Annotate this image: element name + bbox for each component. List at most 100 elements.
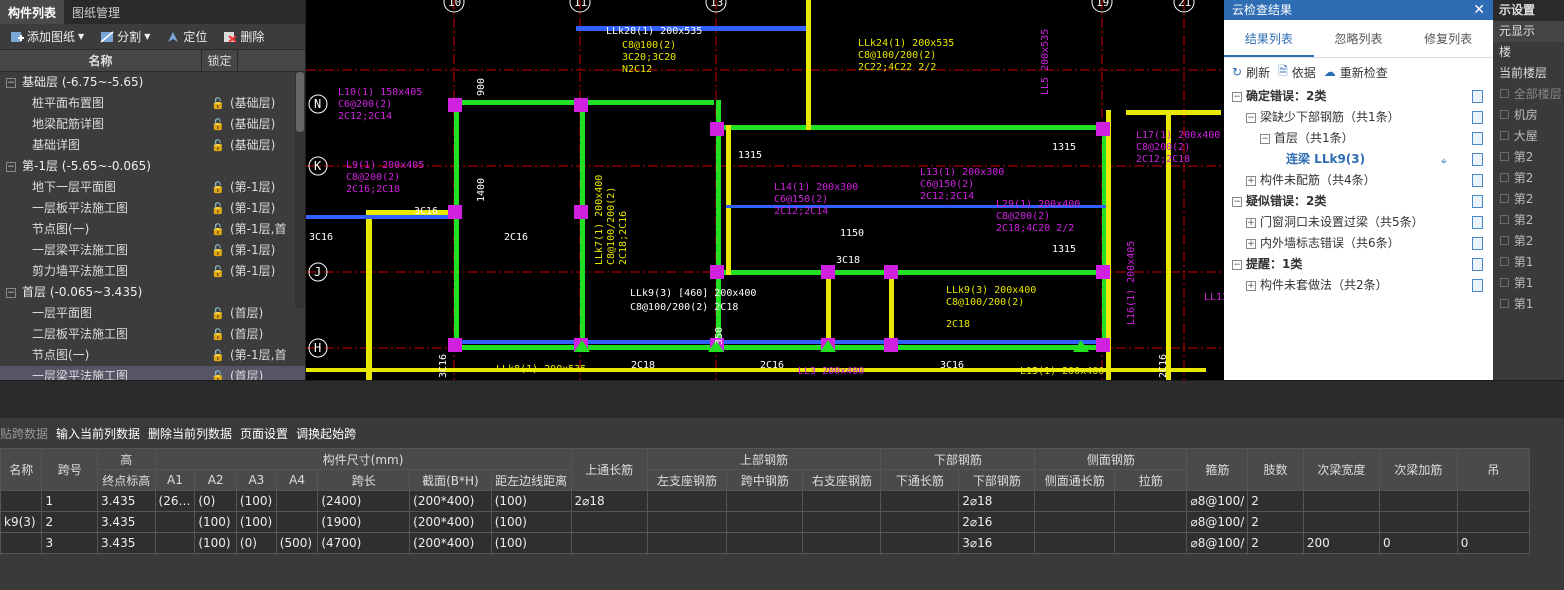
table-cell[interactable] [570,532,648,554]
unlock-icon[interactable]: 🔓 [211,370,225,380]
table-cell[interactable] [1456,490,1531,512]
display-setting-item[interactable]: ☐第1 [1493,273,1564,294]
toolbar-button[interactable]: 贴跨数据 [0,426,49,441]
table-cell[interactable]: 0 [1378,532,1458,554]
toggle-icon[interactable]: − [1232,196,1242,207]
table-cell[interactable]: (100) [235,490,277,512]
table-cell[interactable]: 3.435 [96,532,156,554]
locate-target-icon[interactable]: ⌖ [1440,155,1447,168]
tab-drawing-management[interactable]: 图纸管理 [72,6,121,20]
unlock-icon[interactable]: 🔓 [211,307,225,320]
column-header[interactable]: 截面(B*H) [409,469,492,491]
toggle-icon[interactable]: + [1246,217,1256,228]
table-cell[interactable]: (100) [194,511,237,533]
split-button[interactable]: 分割▼ [94,28,156,45]
tab-component-list[interactable]: 构件列表 [0,0,65,24]
checkbox[interactable]: ☐ [1499,276,1510,290]
tree-group[interactable]: −基础层 (-6.75~-5.65) [0,72,305,93]
table-cell[interactable] [646,490,728,512]
tree-item[interactable]: 节点图(一)🔓(第-1层,首 [0,219,305,240]
check-result-item[interactable]: −梁缺少下部钢筋（共1条） [1224,107,1493,128]
column-header[interactable]: 跨中钢筋 [726,469,804,491]
tree-item[interactable]: 基础详图🔓(基础层) [0,135,305,156]
table-cell[interactable]: (1900) [317,511,411,533]
document-icon[interactable] [1472,132,1483,145]
table-cell[interactable]: 3 [41,532,98,554]
column-header[interactable]: 肢数 [1247,448,1304,491]
column-header[interactable]: 名称 [0,448,43,491]
scrollbar-thumb[interactable] [296,72,304,132]
display-setting-item[interactable]: 元显示 [1493,21,1564,42]
table-cell[interactable] [1034,532,1116,554]
checkbox[interactable]: ☐ [1499,213,1510,227]
collapse-icon[interactable]: − [6,77,16,88]
document-icon[interactable] [1472,90,1483,103]
check-result-item[interactable]: +构件未配筋（共4条） [1224,170,1493,191]
table-cell[interactable] [1302,511,1380,533]
check-result-item[interactable]: +门窗洞口未设置过梁（共5条） [1224,212,1493,233]
checkbox[interactable]: ☐ [1499,129,1510,143]
tree-item[interactable]: 地梁配筋详图🔓(基础层) [0,114,305,135]
column-header[interactable]: 下部钢筋 [958,469,1036,491]
unlock-icon[interactable]: 🔓 [211,181,225,194]
column-header[interactable]: 次梁加筋 [1378,448,1458,491]
display-setting-item[interactable]: ☐第2 [1493,210,1564,231]
tree-item[interactable]: 一层梁平法施工图🔓(首层) [0,366,305,380]
column-header[interactable]: 终点标高 [96,469,156,491]
column-header[interactable]: A1 [154,469,196,491]
document-icon[interactable] [1472,258,1483,271]
toolbar-button[interactable]: 调换起始跨 [296,426,357,441]
tree-item[interactable]: 地下一层平面图🔓(第-1层) [0,177,305,198]
table-cell[interactable] [726,490,804,512]
table-cell[interactable]: 200 [1302,532,1380,554]
table-cell[interactable]: (4700) [317,532,411,554]
tab-ignore-list[interactable]: 忽略列表 [1334,32,1383,46]
toolbar-button[interactable]: 页面设置 [240,426,289,441]
table-cell[interactable] [802,532,882,554]
table-cell[interactable]: 2⌀18 [570,490,648,512]
delete-button[interactable]: 删除 [217,28,270,45]
unlock-icon[interactable]: 🔓 [211,97,225,110]
table-cell[interactable]: (100) [490,532,572,554]
display-setting-item[interactable]: ☐第1 [1493,294,1564,315]
table-cell[interactable] [154,511,196,533]
tree-item[interactable]: 节点图(一)🔓(第-1层,首 [0,345,305,366]
display-setting-item[interactable]: ☐第1 [1493,252,1564,273]
table-cell[interactable] [802,490,882,512]
unlock-icon[interactable]: 🔓 [211,223,225,236]
document-icon[interactable] [1472,111,1483,124]
table-cell[interactable] [275,511,319,533]
unlock-icon[interactable]: 🔓 [211,328,225,341]
toolbar-button[interactable]: 输入当前列数据 [56,426,141,441]
tree-item[interactable]: 一层板平法施工图🔓(第-1层) [0,198,305,219]
table-cell[interactable] [570,511,648,533]
tree-group[interactable]: −首层 (-0.065~3.435) [0,282,305,303]
table-cell[interactable]: (100) [235,511,277,533]
column-header[interactable]: 上部钢筋 [646,448,882,470]
tab-result-list[interactable]: 结果列表 [1224,20,1314,57]
table-cell[interactable]: (26… [154,490,196,512]
add-drawing-button[interactable]: 添加图纸▼ [4,28,90,45]
table-cell[interactable] [880,490,960,512]
checkbox[interactable]: ☐ [1499,192,1510,206]
toggle-icon[interactable]: + [1246,280,1256,291]
toggle-icon[interactable]: − [1232,91,1242,102]
table-cell[interactable] [646,532,728,554]
column-header[interactable]: 拉筋 [1114,469,1188,491]
column-header[interactable]: 侧面通长筋 [1034,469,1116,491]
display-setting-item[interactable]: ☐第2 [1493,168,1564,189]
column-header[interactable]: 下部钢筋 [880,448,1036,470]
table-cell[interactable]: 2⌀16 [958,511,1036,533]
toolbar-button[interactable]: 删除当前列数据 [148,426,233,441]
table-cell[interactable] [1034,511,1116,533]
table-cell[interactable] [1378,490,1458,512]
column-header[interactable]: 距左边线距离 [490,469,572,491]
table-cell[interactable]: (0) [235,532,277,554]
checkbox[interactable]: ☐ [1499,297,1510,311]
check-result-item[interactable]: −确定错误：2类 [1224,86,1493,107]
document-icon[interactable] [1472,279,1483,292]
table-cell[interactable]: 3.435 [96,490,156,512]
